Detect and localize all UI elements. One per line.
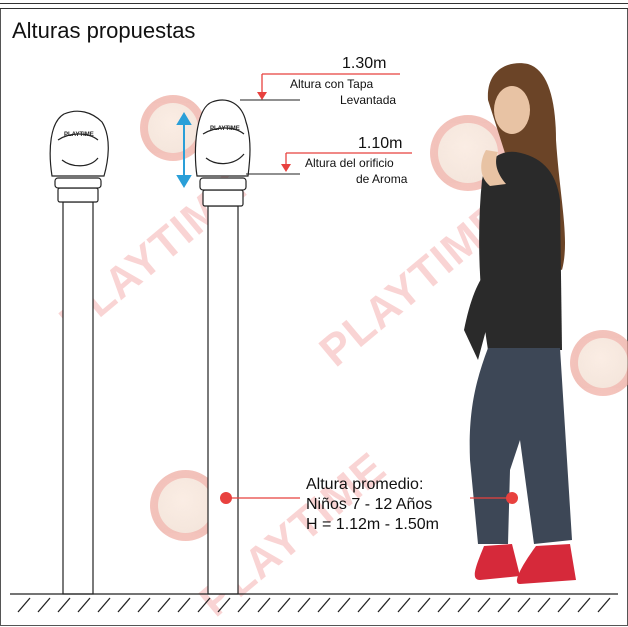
child-height-marker	[220, 492, 518, 504]
guide-130	[240, 73, 400, 101]
svg-text:PLAYTIME: PLAYTIME	[64, 132, 94, 138]
page-title: Alturas propuestas	[12, 18, 196, 43]
height-110-caption-2: de Aroma	[356, 172, 408, 186]
child-figure	[464, 63, 576, 584]
post-left: PLAYTIME	[49, 110, 109, 595]
ground	[10, 593, 618, 613]
child-height-line-1: Altura promedio:	[306, 476, 424, 493]
child-height-line-2: Niños 7 - 12 Años	[306, 496, 433, 513]
height-110-caption-1: Altura del orificio	[305, 156, 394, 170]
height-110-value: 1.10m	[358, 135, 403, 152]
guide-110	[246, 152, 412, 175]
top-border	[0, 0, 628, 9]
child-height-line-3: H = 1.12m - 1.50m	[306, 516, 439, 533]
height-range-arrow	[176, 112, 192, 188]
height-130-caption-1: Altura con Tapa	[290, 77, 374, 91]
height-130-caption-2: Levantada	[340, 93, 397, 107]
watermark-ball-4	[570, 330, 628, 396]
height-130-value: 1.30m	[342, 55, 387, 72]
svg-text:PLAYTIME: PLAYTIME	[210, 126, 240, 132]
post-right: PLAYTIME	[194, 99, 251, 595]
